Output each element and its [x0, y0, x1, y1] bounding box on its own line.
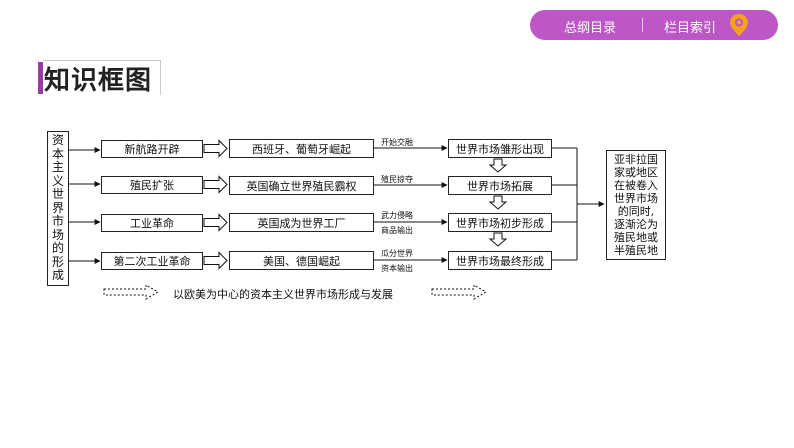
- means-label: 殖民掠夺: [381, 175, 413, 184]
- result-line: 逐渐沦为: [614, 218, 658, 231]
- means-label: 瓜分世界: [381, 249, 413, 258]
- stage-box-final-formation: 世界市场最终形成: [448, 251, 552, 270]
- stage-box-expansion: 世界市场拓展: [448, 176, 552, 195]
- result-line: 的同时,: [617, 205, 655, 218]
- side-char: 市: [51, 214, 64, 229]
- title-frame: [43, 60, 161, 95]
- diagram-footnote: 以欧美为中心的资本主义世界市场形成与发展: [173, 288, 393, 301]
- side-char: 义: [51, 173, 64, 188]
- side-char: 资: [51, 133, 64, 148]
- top-nav-bar: 总纲目录 栏目索引: [530, 10, 778, 40]
- capitalist-world-market-label: 资 本 主 义 世 界 市 场 的 形 成: [47, 131, 69, 286]
- result-line: 家或地区: [614, 166, 658, 179]
- means-label: 资本输出: [381, 264, 413, 273]
- event-box-industrial-revolution: 工业革命: [101, 214, 203, 232]
- power-box-us-germany: 美国、德国崛起: [229, 251, 374, 270]
- result-line: 在被卷入: [614, 179, 658, 192]
- side-char: 界: [51, 200, 64, 215]
- means-label: 武力侵略: [381, 211, 413, 220]
- result-box-colonization: 亚非拉国 家或地区 在被卷入 世界市场 的同时, 逐渐沦为 殖民地或 半殖民地: [606, 150, 666, 260]
- side-char: 成: [51, 268, 64, 283]
- power-box-spain-portugal: 西班牙、葡萄牙崛起: [229, 139, 374, 158]
- power-box-britain-workshop: 英国成为世界工厂: [229, 213, 374, 232]
- side-char: 的: [51, 241, 64, 256]
- power-box-britain-hegemony: 英国确立世界殖民霸权: [229, 176, 374, 195]
- stage-box-embryonic: 世界市场雏形出现: [448, 139, 552, 158]
- result-line: 殖民地或: [614, 231, 658, 244]
- title-accent-bar: [38, 62, 43, 94]
- result-line: 亚非拉国: [614, 153, 658, 166]
- means-label: 商品输出: [381, 226, 413, 235]
- stage-box-initial-formation: 世界市场初步形成: [448, 213, 552, 232]
- side-char: 场: [51, 227, 64, 242]
- event-box-colonial-expansion: 殖民扩张: [101, 176, 203, 194]
- page-title: 知识框图: [44, 66, 153, 96]
- event-box-second-industrial-revolution: 第二次工业革命: [101, 252, 203, 270]
- side-char: 世: [51, 187, 64, 202]
- side-char: 主: [51, 160, 64, 175]
- toc-button[interactable]: 总纲目录: [564, 21, 617, 36]
- nav-separator: [642, 18, 643, 32]
- result-line: 世界市场: [614, 192, 658, 205]
- location-pin-icon[interactable]: [728, 13, 750, 37]
- side-char: 本: [51, 146, 64, 161]
- event-box-new-sea-route: 新航路开辟: [101, 140, 203, 158]
- column-index-button[interactable]: 栏目索引: [664, 21, 717, 36]
- side-char: 形: [51, 254, 64, 269]
- result-line: 半殖民地: [614, 244, 658, 257]
- means-label: 开始交融: [381, 138, 413, 147]
